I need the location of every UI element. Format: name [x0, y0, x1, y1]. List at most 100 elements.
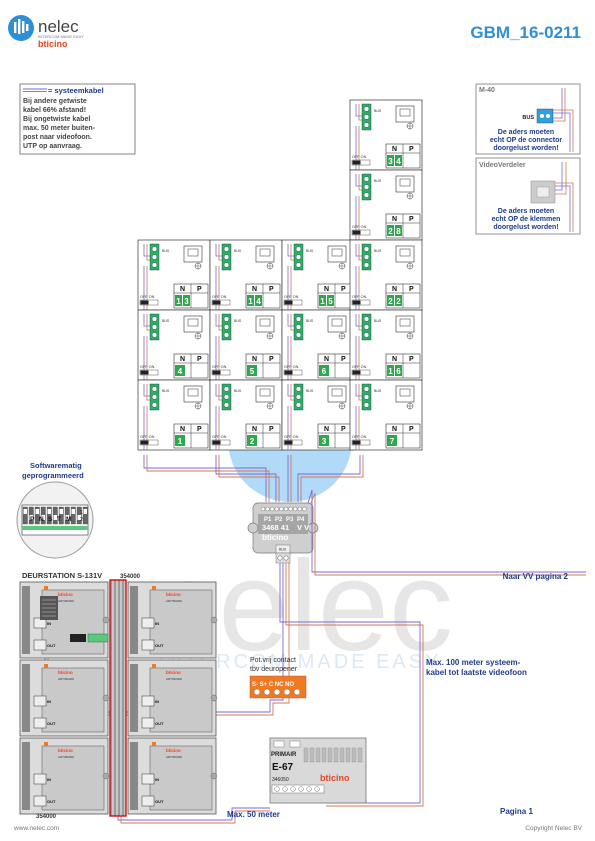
in-label: IN	[47, 699, 51, 704]
off-on-switch	[211, 369, 231, 376]
naar-vv-label: Naar VV pagina 2	[503, 572, 569, 581]
in-label: IN	[47, 777, 51, 782]
out-label: OUT	[155, 799, 164, 804]
bus-label: BUS	[234, 389, 242, 393]
n-label: N	[180, 356, 185, 363]
dip-switch	[46, 506, 52, 525]
p-label: P	[409, 146, 414, 153]
dip-label: P	[30, 516, 35, 523]
psu-name: E-67	[272, 762, 294, 773]
unit-number: 1	[320, 297, 325, 306]
distributor-code: 3468 41	[262, 523, 289, 532]
legend-line: Bij andere getwiste	[23, 98, 87, 105]
dip-extra: 1	[80, 510, 83, 516]
unit-number: 6	[322, 367, 327, 376]
p-label: P	[197, 426, 202, 433]
psu-terminal	[290, 786, 296, 792]
m40-note: De aders moeten	[498, 129, 554, 136]
door-station-connector	[87, 633, 109, 643]
unit-number-digit: 8	[396, 227, 401, 236]
monitor-screen-icon	[327, 315, 347, 333]
door-station-code: 354000	[36, 814, 57, 820]
monitor-screen-icon	[327, 385, 347, 403]
unit-number: 1	[178, 437, 183, 446]
module-brand: bticino	[58, 592, 73, 597]
monitor-screen-icon	[255, 245, 275, 263]
p-label: P	[197, 286, 202, 293]
contact-screw	[283, 688, 291, 696]
vv-note: echt OP de klemmen	[492, 216, 561, 223]
contact-block: Pot.vrij contact tbv deuropener S- S+ C …	[249, 657, 307, 699]
max100-label: Max. 100 meter systeem-	[426, 658, 521, 667]
m40-note: doorgelust worden!	[493, 145, 558, 152]
screw-terminal	[288, 506, 293, 512]
vv-note: De aders moeten	[498, 208, 554, 215]
p-label: P	[409, 216, 414, 223]
port-label: P1	[264, 517, 272, 523]
legend-box: = systeemkabel Bij andere getwiste kabel…	[19, 83, 136, 155]
off-on-label: OFF ON	[352, 225, 367, 229]
door-station-frame	[109, 579, 127, 817]
bus-label: BUS	[374, 179, 382, 183]
off-on-label: OFF ON	[212, 295, 227, 299]
m40-box: M-40 BUS De aders moeten echt OP de conn…	[475, 83, 581, 155]
psu-primair: PRIMAIR	[271, 752, 297, 758]
off-on-label: OFF ON	[284, 435, 299, 439]
monitor-screen-icon	[395, 245, 415, 263]
monitor-screen-icon	[395, 385, 415, 403]
off-on-label: OFF ON	[352, 435, 367, 439]
off-on-label: OFF ON	[212, 435, 227, 439]
module-brand: bticino	[166, 670, 181, 675]
unit-number: 3	[322, 437, 327, 446]
bus-label: BUS	[306, 249, 314, 253]
off-on-label: OFF ON	[212, 365, 227, 369]
psu-code: 346050	[272, 777, 289, 783]
contact-screw	[253, 688, 261, 696]
n-label: N	[324, 426, 329, 433]
off-on-switch	[351, 159, 371, 166]
p-label: P	[269, 286, 274, 293]
port-label: P2	[275, 517, 283, 523]
module-brand: bticino	[58, 748, 73, 753]
module-code: ART352000	[58, 755, 74, 759]
off-on-switch	[351, 229, 371, 236]
contact-screw	[263, 688, 271, 696]
dip-label: S	[48, 516, 53, 523]
off-on-switch	[283, 369, 303, 376]
screw-terminal	[302, 506, 307, 512]
dip-title: geprogrammeerd	[22, 471, 84, 480]
unit-number-digit: 3	[184, 297, 189, 306]
off-on-label: OFF ON	[140, 365, 155, 369]
module-code: ART352000	[166, 599, 182, 603]
module-code: ART352000	[58, 677, 74, 681]
cable-legend-label: = systeemkabel	[48, 86, 104, 95]
bus-label: BUS	[374, 109, 382, 113]
module-brand: bticino	[166, 748, 181, 753]
unit-number: 1	[388, 367, 393, 376]
in-label: IN	[155, 621, 159, 626]
out-label: OUT	[47, 721, 56, 726]
p-label: P	[409, 356, 414, 363]
off-on-label: OFF ON	[140, 435, 155, 439]
psu-e67: PRIMAIR E-67 346050 bticino	[269, 737, 367, 804]
screw-terminal	[283, 506, 289, 512]
max50-label: Max. 50 meter	[227, 810, 280, 819]
legend-line: max. 50 meter buiten-	[23, 125, 96, 132]
videoverdeler-box: VideoVerdeler De aders moeten echt OP de…	[475, 157, 581, 235]
off-on-label: OFF ON	[352, 365, 367, 369]
unit-number: 1	[176, 297, 181, 306]
out-label: OUT	[155, 643, 164, 648]
unit-number: 2	[388, 297, 393, 306]
door-station-title: DEURSTATION S-131V	[22, 571, 102, 580]
